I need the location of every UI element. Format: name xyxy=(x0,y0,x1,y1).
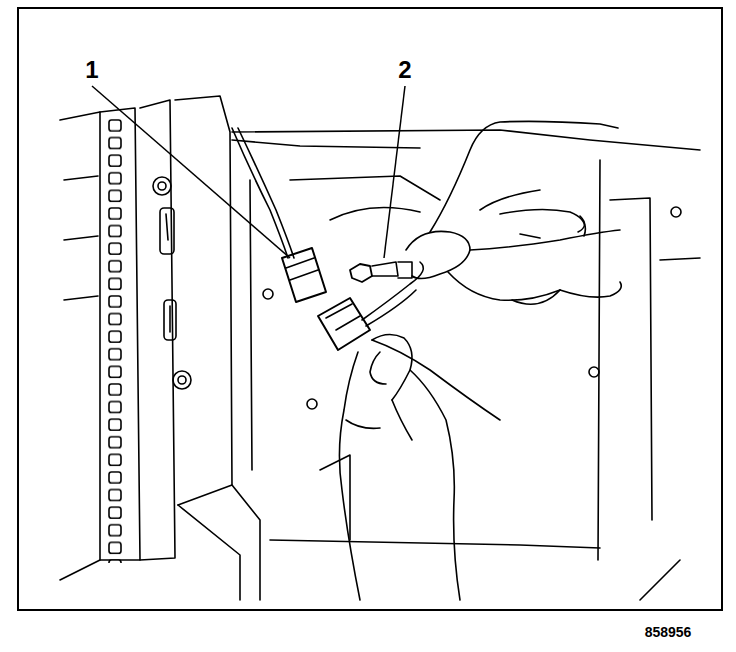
callout-number: 2 xyxy=(398,58,411,82)
door-panel xyxy=(60,96,700,600)
leader-line xyxy=(384,86,405,258)
frame-border xyxy=(18,8,722,610)
figure-number: 858956 xyxy=(645,625,692,639)
callout-number: 1 xyxy=(85,58,98,82)
leader-line xyxy=(92,86,290,258)
